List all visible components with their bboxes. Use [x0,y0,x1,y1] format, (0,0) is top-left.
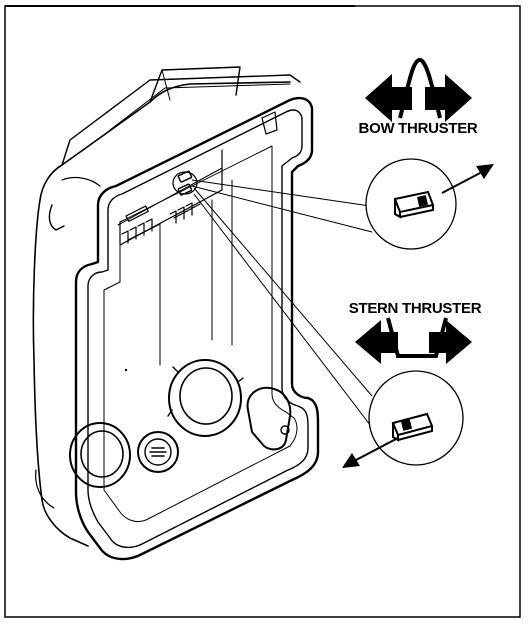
lid-block-edge [161,69,171,101]
bow-hull-curve [398,58,442,119]
bow-switch-toggle [417,195,428,207]
switch-bow-highlight [172,171,198,195]
cable-gland-large [167,359,244,437]
stern-arrow-right [429,320,472,364]
side-bump-upper [48,204,65,231]
shell-left-outer [32,199,43,501]
stern-switch-detail [342,370,464,468]
pcb-ledge [119,149,223,246]
connector-small [137,431,179,473]
stern-thruster-label: STERN THRUSTER [349,300,482,317]
bow-thruster-label: BOW THRUSTER [359,120,478,137]
rear-clip [261,111,278,135]
stern-thruster-icon: STERN THRUSTER [349,300,482,364]
leader-stern-bottom [193,193,381,439]
leader-bow-bottom [191,185,373,233]
shell-lid-inner [109,83,291,131]
screw-dot [124,368,128,372]
shell-foot [41,499,89,547]
front-bezel-inner [87,109,309,549]
shell-foot-inner [35,469,55,509]
stern-direction-line [355,437,399,461]
leader-lines [191,179,381,439]
bow-switch-detail [365,158,494,250]
control-box [32,66,320,561]
leader-stern-top [193,187,373,397]
front-bezel-outer [74,96,320,561]
cable-gland-left [69,422,131,488]
lid-block [149,66,241,103]
pcb-edge [117,167,223,226]
switch-bow-small [177,170,193,183]
leader-bow-top [191,179,371,207]
bow-direction-arrowhead [476,164,494,179]
stern-switch-toggle [400,418,413,431]
shell-lid [61,74,301,166]
terminal-pins [121,202,201,244]
bow-direction-line [441,171,483,194]
stern-direction-arrowhead [342,453,360,468]
knob [246,386,292,451]
bow-thruster-icon: BOW THRUSTER [359,58,478,137]
shell-top-outer [39,81,291,201]
side-ridge [61,176,101,187]
stern-arrow-left [355,320,398,364]
inner-cavity [103,145,298,523]
stern-hull [386,317,448,358]
